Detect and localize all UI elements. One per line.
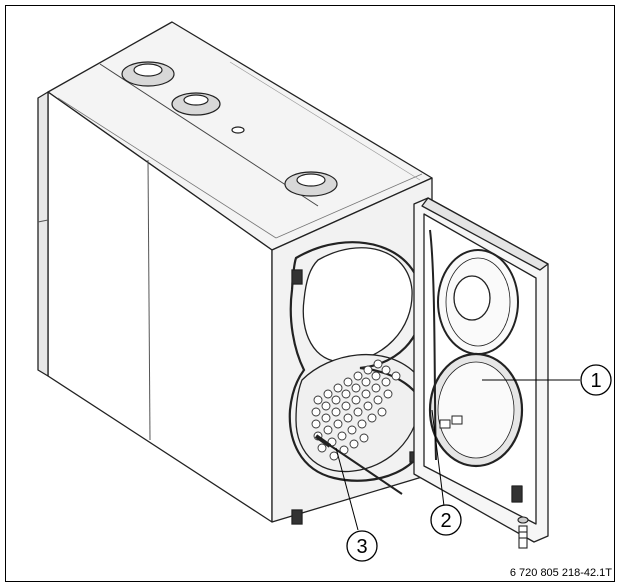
figure-code: 6 720 805 218-42.1T	[510, 567, 612, 579]
callout-3: 3	[346, 530, 378, 562]
cleaning-brush	[314, 434, 403, 495]
svg-text:1: 1	[590, 370, 601, 392]
svg-text:2: 2	[440, 510, 451, 532]
svg-text:3: 3	[356, 536, 367, 558]
flue-tubes	[311, 359, 401, 461]
leader-lines	[335, 379, 580, 531]
top-connections	[121, 61, 338, 197]
burner-door	[413, 197, 549, 543]
spare-screw	[517, 516, 529, 549]
door-hinge-pins	[439, 415, 463, 429]
callout-1: 1	[580, 364, 612, 396]
callout-2: 2	[430, 504, 462, 536]
